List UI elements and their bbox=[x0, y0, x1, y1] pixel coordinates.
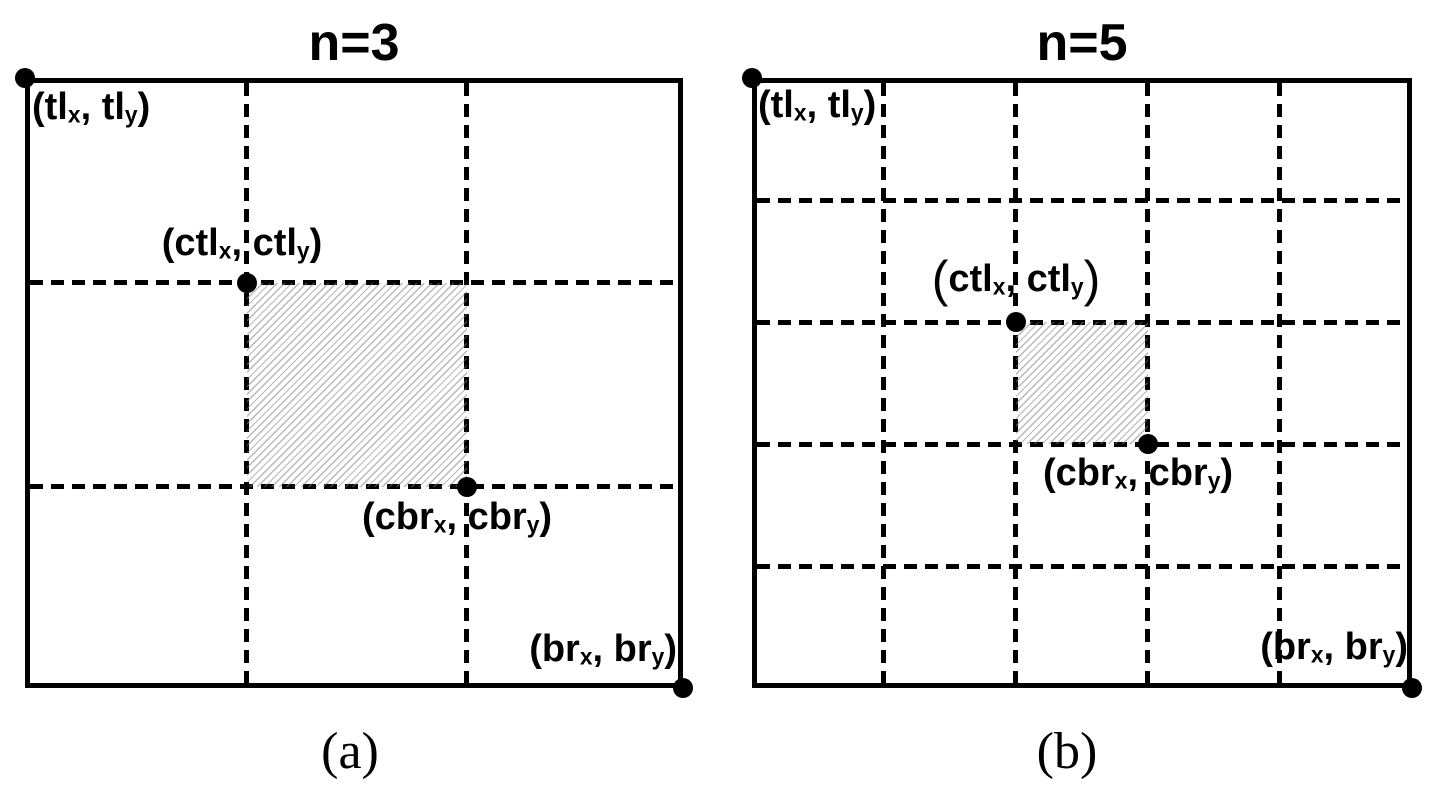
panel-a-dot-bottom-right bbox=[673, 678, 693, 698]
panel-a-label-bottom-right-coord: (brx, bry) bbox=[529, 628, 677, 670]
panel-a-title: n=3 bbox=[308, 14, 400, 72]
panel-a-label-top-left-coord: (tlx, tly) bbox=[32, 86, 151, 128]
panel-b-hatched-center-cell bbox=[1016, 322, 1148, 444]
panel-b-label-bottom-right-coord: (brx, bry) bbox=[1260, 626, 1408, 668]
panel-a-dot-cell-top-left bbox=[237, 273, 257, 293]
panel-b-dot-cell-top-left bbox=[1006, 312, 1026, 332]
panel-b-dot-bottom-right bbox=[1402, 678, 1422, 698]
panel-a-caption: (a) bbox=[321, 723, 379, 780]
panel-b-dot-cell-bottom-right bbox=[1138, 434, 1158, 454]
panel-b-title: n=5 bbox=[1036, 14, 1128, 72]
panel-a-grid-vline-1 bbox=[244, 83, 249, 683]
panel-b-grid-hline-3 bbox=[757, 442, 1407, 447]
panel-b-grid-vline-2 bbox=[1013, 83, 1018, 683]
panel-a-label-cell-top-left-coord: (ctlx, ctly) bbox=[161, 222, 323, 264]
panel-b-grid-hline-1 bbox=[757, 198, 1407, 203]
panel-b-label-cell-bottom-right-coord: (cbrx, cbry) bbox=[1042, 452, 1234, 494]
panel-a-dot-cell-bottom-right bbox=[457, 477, 477, 497]
panel-b-label-cell-top-left-coord: (ctlx, ctly) bbox=[931, 251, 1101, 308]
panel-b-label-top-left-coord: (tlx, tly) bbox=[758, 84, 877, 126]
panel-a-grid-hline-1 bbox=[30, 280, 678, 285]
panel-a-hatched-center-cell bbox=[247, 283, 467, 487]
panel-b-grid-vline-4 bbox=[1277, 83, 1282, 683]
panel-b-grid-hline-4 bbox=[757, 564, 1407, 569]
panel-a-dot-top-left bbox=[15, 68, 35, 88]
panel-a-label-cell-bottom-right-coord: (cbrx, cbry) bbox=[361, 496, 553, 538]
panel-b-dot-top-left bbox=[742, 68, 762, 88]
panel-b-caption: (b) bbox=[1036, 723, 1098, 780]
panel-b-grid-vline-1 bbox=[881, 83, 886, 683]
